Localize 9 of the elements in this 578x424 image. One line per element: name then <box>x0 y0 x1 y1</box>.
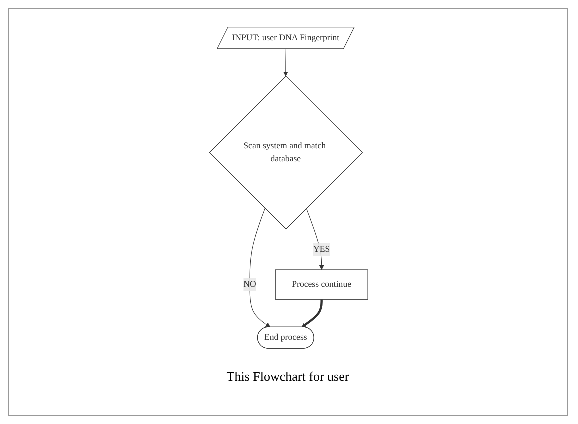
edge-label: NO <box>244 280 256 290</box>
arrow <box>250 208 271 328</box>
arrow <box>284 48 288 77</box>
edge-label: YES <box>314 244 330 254</box>
arrow <box>306 208 324 270</box>
caption: This Flowchart for user <box>226 369 350 385</box>
arrow <box>302 300 324 328</box>
node-diamond: Scan system and match database <box>209 76 364 230</box>
node-box: Process continue <box>275 270 368 300</box>
